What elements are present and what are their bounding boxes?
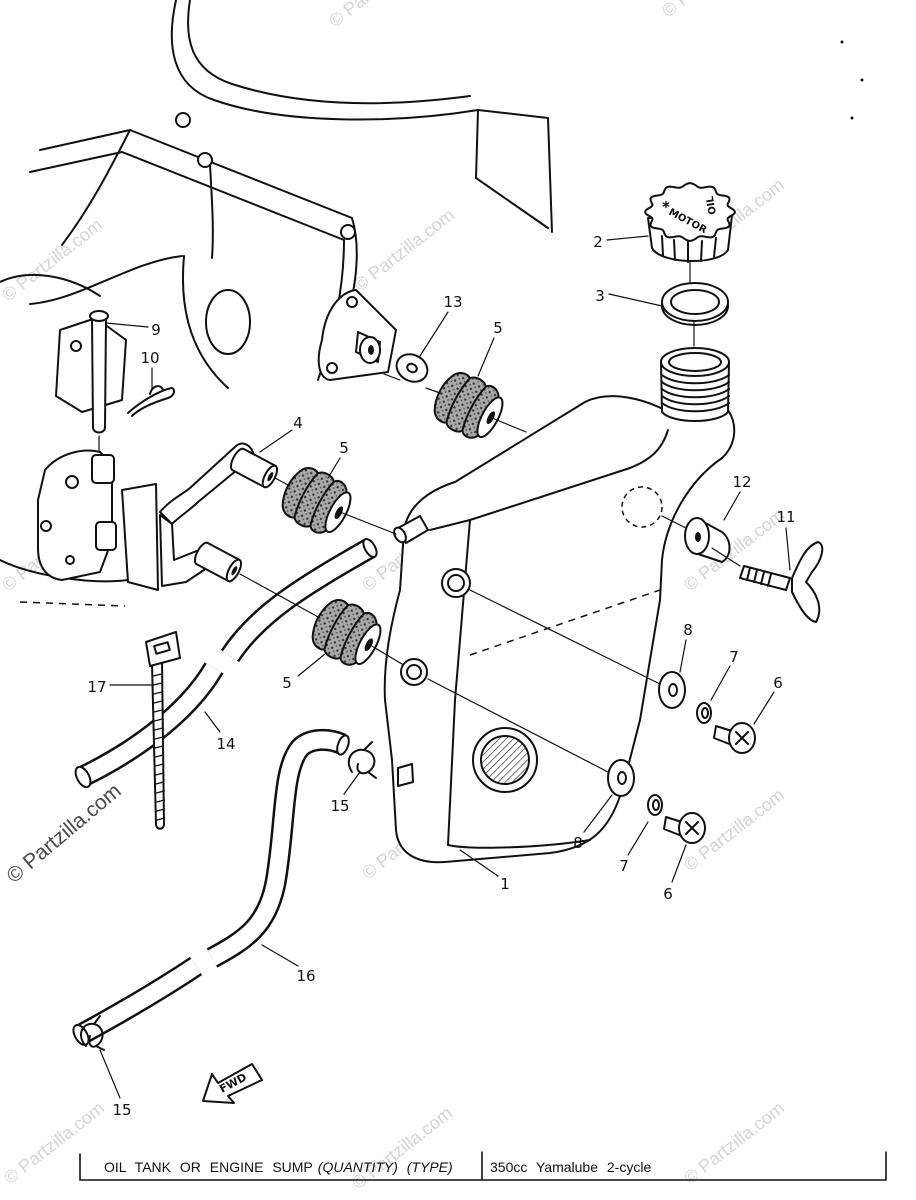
tank-mount-hole	[441, 568, 471, 598]
plain-washer-lower	[607, 759, 635, 797]
callout-delivery-hose: 16	[296, 967, 315, 985]
outlet-nipple	[397, 763, 414, 787]
pivot-block	[121, 483, 159, 591]
forward-direction-arrow: FWD	[202, 1063, 263, 1104]
filler-neck	[660, 361, 730, 422]
hose-end	[74, 765, 92, 789]
flange-washer	[684, 517, 731, 563]
callout-mount-bracket: 4	[293, 414, 303, 432]
callout-grommet: 5	[282, 674, 292, 692]
cap-star-marking: *	[662, 198, 670, 216]
hidden-mount-boss	[621, 486, 663, 528]
callout-bolt: 6	[663, 885, 673, 903]
callout-lock-washer: 7	[729, 648, 739, 666]
rubber-grommet-upper	[425, 364, 512, 448]
cap-gasket	[661, 282, 729, 326]
watermark-text: © Partzilla.com	[0, 1098, 108, 1188]
hose-strap	[145, 631, 181, 830]
rubber-grommet-lower	[303, 591, 390, 675]
frame-bolt-hole	[197, 152, 213, 168]
watermark-text: © Partzilla.com	[0, 215, 106, 305]
frame-bolt-hole	[340, 224, 356, 240]
hinge-knuckle	[95, 521, 117, 551]
watermark-text: © Partzilla.com	[658, 0, 766, 21]
callout-grommet: 5	[493, 319, 503, 337]
callout-wing-bolt: 11	[776, 508, 795, 526]
footer-title: OIL TANK OR ENGINE SUMP	[104, 1159, 313, 1175]
callout-tank-cap: 2	[593, 233, 603, 251]
footer-qualifier: (QUANTITY) (TYPE)	[318, 1159, 453, 1175]
frame-mount-boss	[317, 289, 397, 381]
assembly-lines	[239, 261, 741, 773]
hose-clamp-upper	[347, 741, 377, 779]
watermark-text: © Partzilla.com	[325, 0, 433, 31]
watermark-text-dark: © Partzilla.com	[2, 779, 125, 888]
strap-slot	[153, 641, 171, 655]
leader-lines	[99, 235, 791, 1099]
lock-washer-lower	[647, 794, 663, 816]
callout-cap-gasket: 3	[595, 287, 605, 305]
bolt-upper	[713, 722, 756, 754]
callout-flange-washer: 12	[732, 473, 751, 491]
callout-washer: 13	[443, 293, 462, 311]
cap-top-face	[644, 182, 736, 242]
oil-tank	[383, 347, 736, 864]
watermark-text: © Partzilla.com	[350, 205, 458, 295]
plain-washer-upper	[658, 671, 686, 709]
hinge-plate	[37, 449, 159, 591]
callout-plain-washer: 8	[683, 621, 693, 639]
hinge-knuckle	[91, 454, 115, 484]
arrow-icon	[202, 1063, 263, 1104]
bolt-head-cross	[735, 731, 749, 745]
cotter-clip	[127, 385, 176, 417]
tank-mount-hole	[400, 658, 428, 686]
callout-grommet: 5	[339, 439, 349, 457]
delivery-hose	[72, 728, 350, 1046]
rubber-grommet-middle	[273, 459, 360, 543]
watermark-text: © Partzilla.com	[680, 1098, 788, 1188]
footer-bar: OIL TANK OR ENGINE SUMP (QUANTITY) (TYPE)…	[79, 1151, 887, 1181]
frame-bolt-hole	[175, 112, 191, 128]
frame-oval-hole	[205, 289, 251, 355]
cap-flutes	[661, 235, 717, 263]
neck-threads	[661, 374, 730, 413]
frame	[0, 0, 864, 607]
wing-bolt	[739, 541, 824, 623]
callout-hose-clamp: 15	[112, 1101, 131, 1119]
lock-washer-upper	[696, 702, 712, 724]
callout-hose-clamp: 15	[330, 797, 349, 815]
cap-oil-marking: OIL	[705, 195, 719, 216]
tank-cap: * MOTOR OIL	[644, 182, 736, 263]
bracket-tube-lower	[191, 539, 245, 585]
callout-labels: 2 3 13 5 9 10 4 5 12 11 8 7 6 5 17 14 15…	[87, 233, 795, 1119]
washer-13	[395, 353, 429, 383]
callout-plain-washer: 8	[573, 834, 583, 852]
callout-bolt: 6	[773, 674, 783, 692]
callout-oil-tank: 1	[500, 875, 510, 893]
hose-end	[362, 537, 378, 559]
bolt-head-cross	[685, 821, 699, 835]
footer-caption: OIL TANK OR ENGINE SUMP (QUANTITY) (TYPE)	[104, 1159, 453, 1175]
callout-strap: 17	[87, 678, 106, 696]
callout-lock-washer: 7	[619, 857, 629, 875]
callout-breather-hose: 14	[216, 735, 235, 753]
bolt-lower	[663, 812, 706, 844]
mount-bracket	[159, 442, 281, 587]
callout-clip: 10	[140, 349, 159, 367]
hose-end	[336, 734, 350, 756]
hose-clamp-lower	[79, 1015, 105, 1051]
pivot-pin	[89, 310, 109, 453]
callout-pivot-pin: 9	[151, 321, 161, 339]
bolt-threads	[746, 567, 772, 587]
strap-serrations	[152, 673, 166, 821]
footer-spec: 350cc Yamalube 2-cycle	[490, 1159, 651, 1175]
frame-bolt-hole	[70, 340, 82, 352]
